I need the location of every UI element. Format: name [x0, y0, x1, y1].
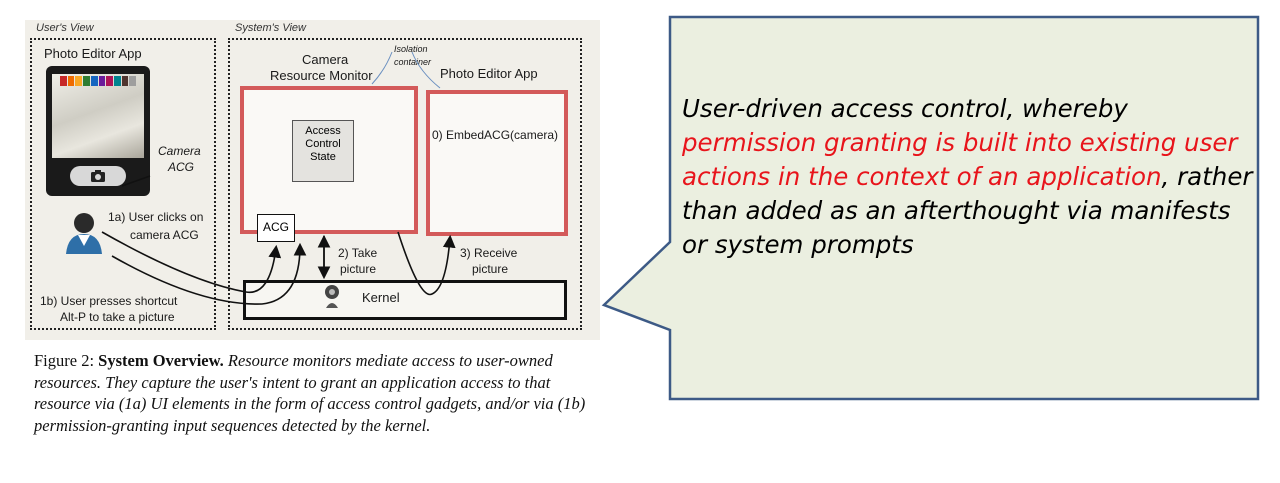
camera-acg-label-1: Camera [158, 144, 201, 158]
color-palette [60, 76, 137, 86]
step-1a-line2: camera ACG [130, 228, 199, 242]
take-picture-line1: 2) Take [338, 246, 378, 260]
receive-picture-line2: picture [472, 262, 509, 276]
photo-editor-app-box [426, 90, 568, 236]
acg-box: ACG [257, 214, 295, 242]
take-picture-line2: picture [340, 262, 377, 276]
monitor-title-2: Resource Monitor [270, 68, 373, 83]
access-line-1: Access [305, 125, 341, 137]
step-1b-line2: Alt-P to take a picture [60, 310, 175, 324]
monitor-title-1: Camera [302, 52, 349, 67]
camera-acg-button[interactable] [70, 166, 126, 186]
access-line-2: Control [305, 138, 341, 150]
app-box-title: Photo Editor App [440, 66, 538, 81]
caption-figure-label: Figure 2: [34, 351, 95, 370]
phone-app-title: Photo Editor App [44, 46, 142, 61]
access-line-3: State [310, 151, 336, 163]
isolation-label-1: Isolation [394, 44, 428, 54]
callout-text-after: , rather than added as an afterthought v… [682, 162, 1253, 259]
camera-icon [91, 170, 105, 182]
callout-text-before: User-driven access control, whereby [682, 94, 1128, 123]
users-view-title: User's View [36, 22, 94, 34]
callout-text: User-driven access control, whereby perm… [682, 92, 1257, 262]
camera-acg-label-2: ACG [168, 160, 195, 174]
caption-body: Resource monitors mediate access to user… [34, 351, 586, 435]
kernel-label: Kernel [362, 290, 400, 305]
receive-picture-line1: 3) Receive [460, 246, 518, 260]
phone-screen [52, 74, 144, 158]
embed-acg-label: 0) EmbedACG(camera) [432, 128, 559, 142]
isolation-label-2: container [394, 57, 432, 67]
step-1a-line1: 1a) User clicks on [108, 210, 204, 224]
access-control-state: Access Control State [292, 120, 354, 182]
users-view-box [30, 38, 216, 330]
callout-text-highlight: permission granting is built into existi… [682, 128, 1238, 191]
systems-view-box [228, 38, 582, 330]
caption-bold-title: System Overview. [98, 351, 224, 370]
diagram-connectors [101, 51, 456, 305]
webcam-icon [325, 285, 339, 308]
figure-caption: Figure 2: System Overview. Resource moni… [34, 350, 604, 436]
step-1b-line1: 1b) User presses shortcut [40, 294, 178, 308]
user-avatar-icon [66, 213, 102, 254]
kernel-box [243, 280, 567, 320]
systems-view-title: System's View [235, 22, 306, 34]
camera-acg-pointer [121, 175, 151, 187]
phone-device [46, 66, 150, 196]
